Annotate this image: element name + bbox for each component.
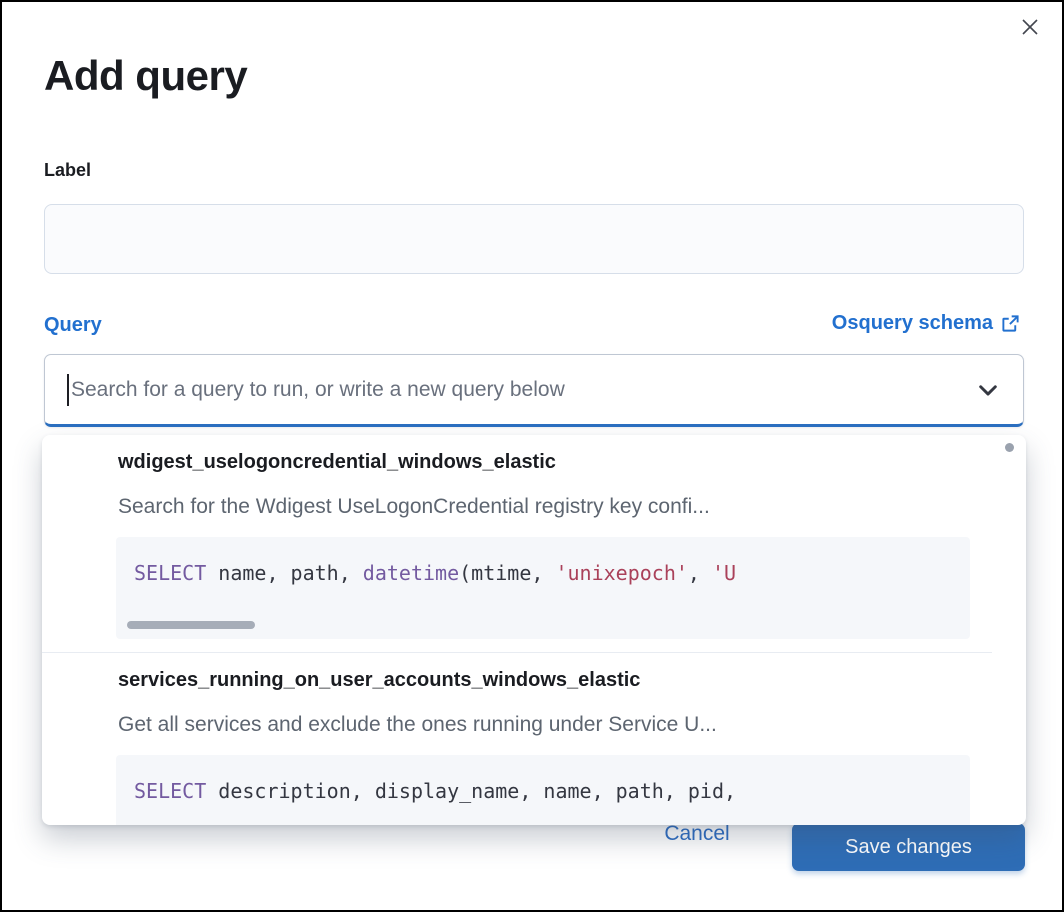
modal-footer: Cancel Save changes <box>2 808 1062 878</box>
horizontal-scrollbar-thumb[interactable] <box>127 621 255 629</box>
saved-query-description: Get all services and exclude the ones ru… <box>118 713 717 736</box>
sql-code: SELECT name, path, datetime(mtime, 'unix… <box>134 561 737 585</box>
cancel-button[interactable]: Cancel <box>642 822 752 846</box>
saved-query-title: services_running_on_user_accounts_window… <box>118 669 641 691</box>
saved-query-description: Search for the Wdigest UseLogonCredentia… <box>118 495 710 518</box>
query-field-label: Query <box>44 314 102 336</box>
page-title: Add query <box>44 52 248 99</box>
sql-code: SELECT description, display_name, name, … <box>134 779 737 803</box>
external-link-icon <box>1002 315 1019 332</box>
chevron-down-icon[interactable] <box>975 377 1001 403</box>
saved-query-title: wdigest_uselogoncredential_windows_elast… <box>118 451 556 473</box>
osquery-schema-link-label: Osquery schema <box>831 312 993 334</box>
option-divider <box>42 652 992 653</box>
query-search-combobox[interactable]: Search for a query to run, or write a ne… <box>44 354 1024 427</box>
close-icon[interactable] <box>1018 16 1042 40</box>
combobox-placeholder: Search for a query to run, or write a ne… <box>71 377 565 401</box>
query-suggestions-dropdown: wdigest_uselogoncredential_windows_elast… <box>42 435 1026 825</box>
sql-preview-block: SELECT name, path, datetime(mtime, 'unix… <box>116 537 970 639</box>
close-x-glyph <box>1022 19 1038 35</box>
save-changes-button[interactable]: Save changes <box>792 823 1025 871</box>
text-caret <box>67 373 69 406</box>
osquery-schema-link[interactable]: Osquery schema <box>832 312 1020 335</box>
list-item[interactable]: services_running_on_user_accounts_window… <box>42 653 1026 825</box>
label-input[interactable] <box>44 204 1024 274</box>
sql-preview-block: SELECT description, display_name, name, … <box>116 755 970 825</box>
list-item[interactable]: wdigest_uselogoncredential_windows_elast… <box>42 435 1026 652</box>
vertical-scrollbar-thumb[interactable] <box>1005 443 1014 452</box>
label-field-label: Label <box>44 160 92 180</box>
